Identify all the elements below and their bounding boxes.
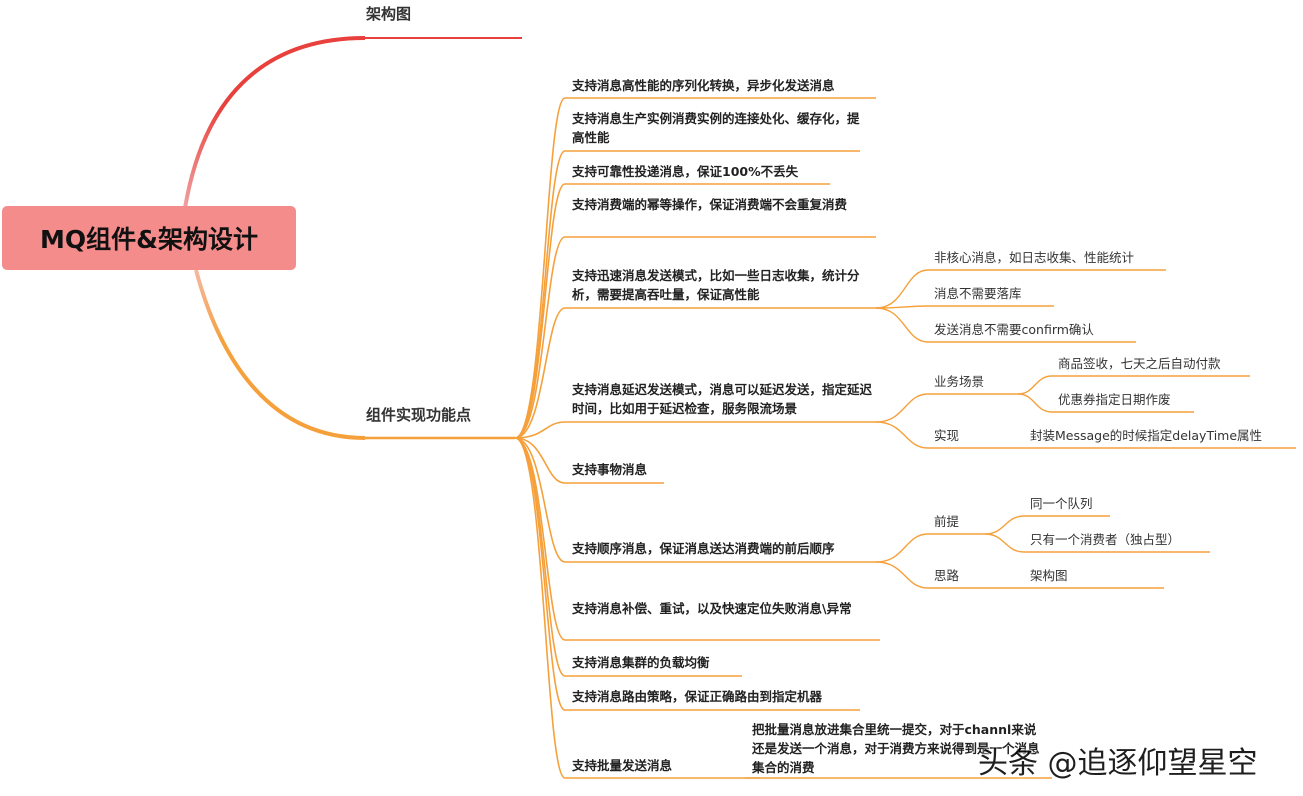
- sub-item[interactable]: 把批量消息放进集合里统一提交，对于channl来说还是发送一个消息，对于消费方来…: [752, 722, 1040, 775]
- root-node[interactable]: MQ组件&架构设计: [2, 206, 296, 270]
- watermark: 头条 @追逐仰望星空: [978, 746, 1258, 781]
- edge-arch: [183, 36, 366, 209]
- sub-item[interactable]: 前提: [934, 514, 960, 529]
- feature-edges: [514, 97, 566, 779]
- feature-item[interactable]: 支持消息路由策略，保证正确路由到指定机器: [572, 689, 823, 704]
- sub-sub-item[interactable]: 只有一个消费者（独占型）: [1030, 532, 1181, 547]
- branch-features[interactable]: 组件实现功能点: [366, 406, 472, 424]
- edge-features: [194, 269, 366, 440]
- sub-sub-item[interactable]: 封装Message的时候指定delayTime属性: [1030, 428, 1263, 443]
- sub-item[interactable]: 业务场景: [934, 374, 985, 389]
- sub-item[interactable]: 实现: [934, 428, 960, 443]
- sub-underlines: [745, 269, 1296, 779]
- feature-item[interactable]: 支持可靠性投递消息，保证100%不丢失: [572, 164, 799, 179]
- feature-item[interactable]: 支持迅速消息发送模式，比如一些日志收集，统计分析，需要提高吞吐量，保证高性能: [572, 268, 860, 302]
- feature-item[interactable]: 支持消息生产实例消费实例的连接处化、缓存化，提高性能: [572, 111, 860, 145]
- branch-arch[interactable]: 架构图: [366, 5, 412, 23]
- feature-item[interactable]: 支持消息延迟发送模式，消息可以延迟发送，指定延迟时间，比如用于延迟检查，服务限流…: [572, 382, 873, 416]
- feature-item[interactable]: 支持消息高性能的序列化转换，异步化发送消息: [572, 78, 835, 93]
- feature-item[interactable]: 支持消息集群的负载均衡: [572, 655, 710, 670]
- sub-sub-item[interactable]: 同一个队列: [1030, 496, 1093, 511]
- feature-item[interactable]: 支持消费端的幂等操作，保证消费端不会重复消费: [572, 197, 848, 212]
- sub-item[interactable]: 思路: [934, 568, 960, 583]
- feature-item[interactable]: 支持批量发送消息: [572, 758, 673, 773]
- sub-sub-item[interactable]: 架构图: [1030, 568, 1068, 583]
- feature-item[interactable]: 支持事物消息: [572, 462, 648, 477]
- sub-sub-item[interactable]: 商品签收，七天之后自动付款: [1058, 356, 1221, 371]
- feature-item[interactable]: 支持消息补偿、重试，以及快速定位失败消息\异常: [572, 601, 852, 616]
- sub-item[interactable]: 发送消息不需要confirm确认: [934, 322, 1094, 337]
- feature-item[interactable]: 支持顺序消息，保证消息送达消费端的前后顺序: [572, 541, 835, 556]
- sub-item[interactable]: 消息不需要落库: [934, 286, 1022, 301]
- sub-edges: [745, 269, 1053, 779]
- sub-item[interactable]: 非核心消息，如日志收集、性能统计: [934, 250, 1135, 265]
- feature-underlines: [565, 97, 880, 779]
- sub-sub-item[interactable]: 优惠券指定日期作废: [1058, 392, 1171, 407]
